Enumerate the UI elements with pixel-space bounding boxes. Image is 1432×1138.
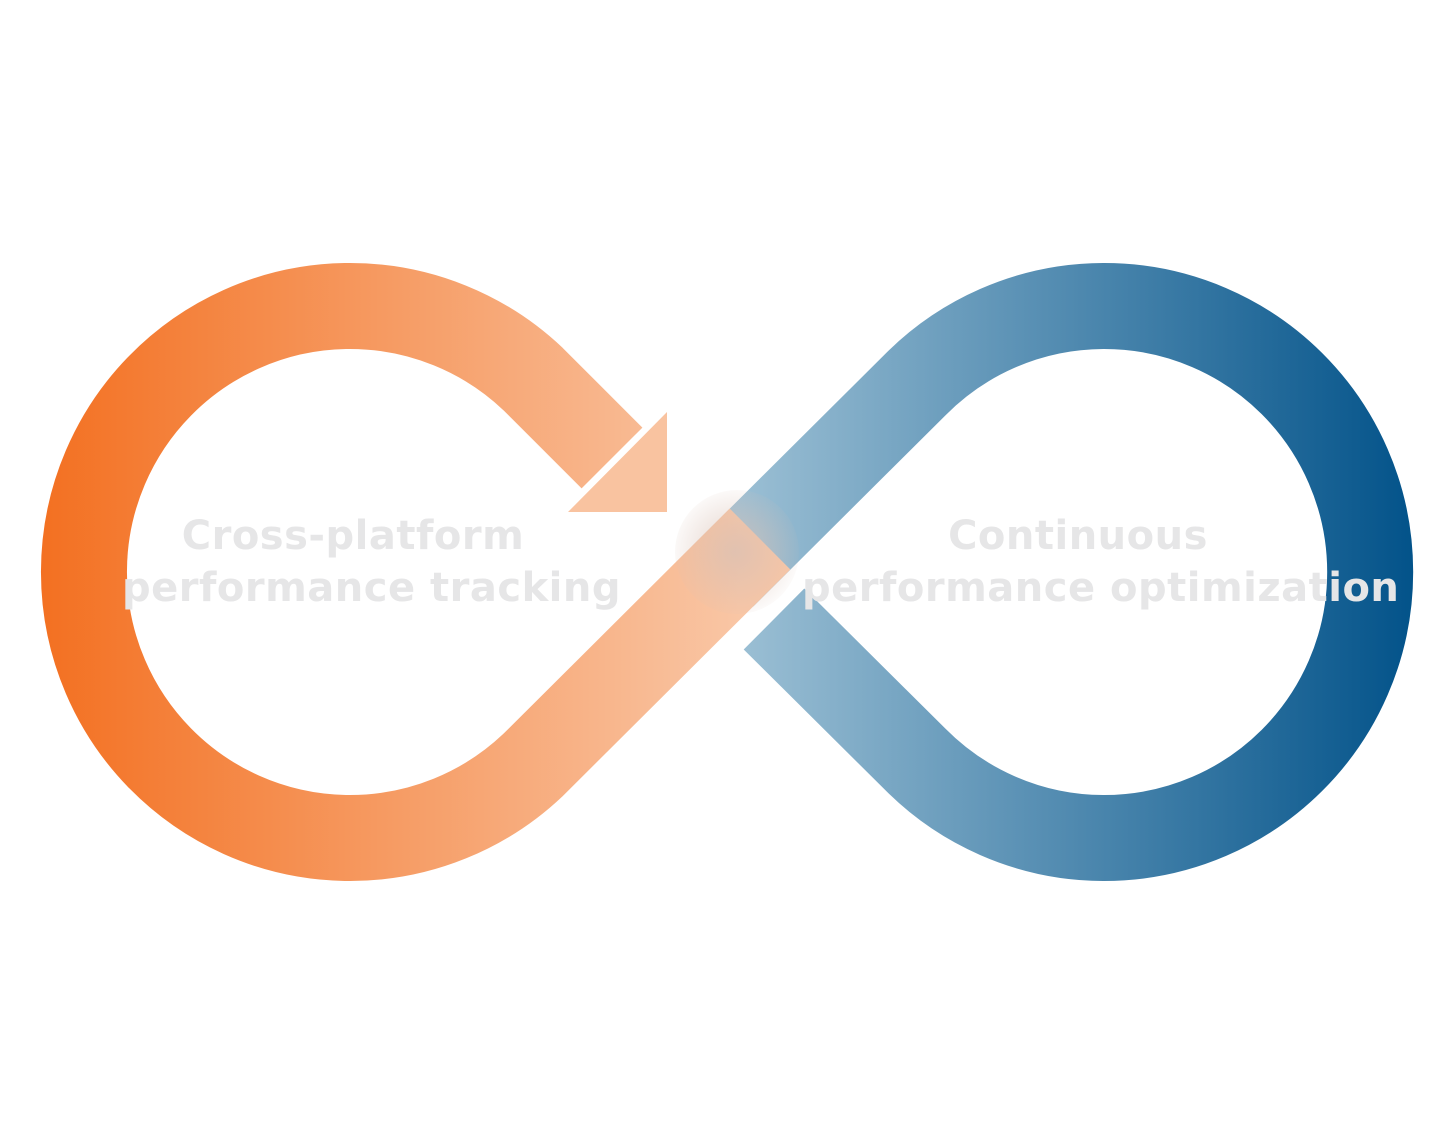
left-loop-label: Cross-platform performance tracking xyxy=(122,510,621,614)
right-loop-label: Continuous performance optimization xyxy=(802,510,1400,614)
right-loop-label-line-1: Continuous xyxy=(948,513,1208,559)
right-loop-band xyxy=(692,263,1414,881)
center-blend xyxy=(675,490,799,614)
left-loop-label-line-1: Cross-platform xyxy=(181,513,525,559)
left-loop-band xyxy=(40,263,791,881)
left-loop-label-line-2: performance tracking xyxy=(122,565,621,611)
right-loop-label-line-2: performance optimization xyxy=(802,565,1400,611)
arrow-head-icon xyxy=(568,412,667,512)
